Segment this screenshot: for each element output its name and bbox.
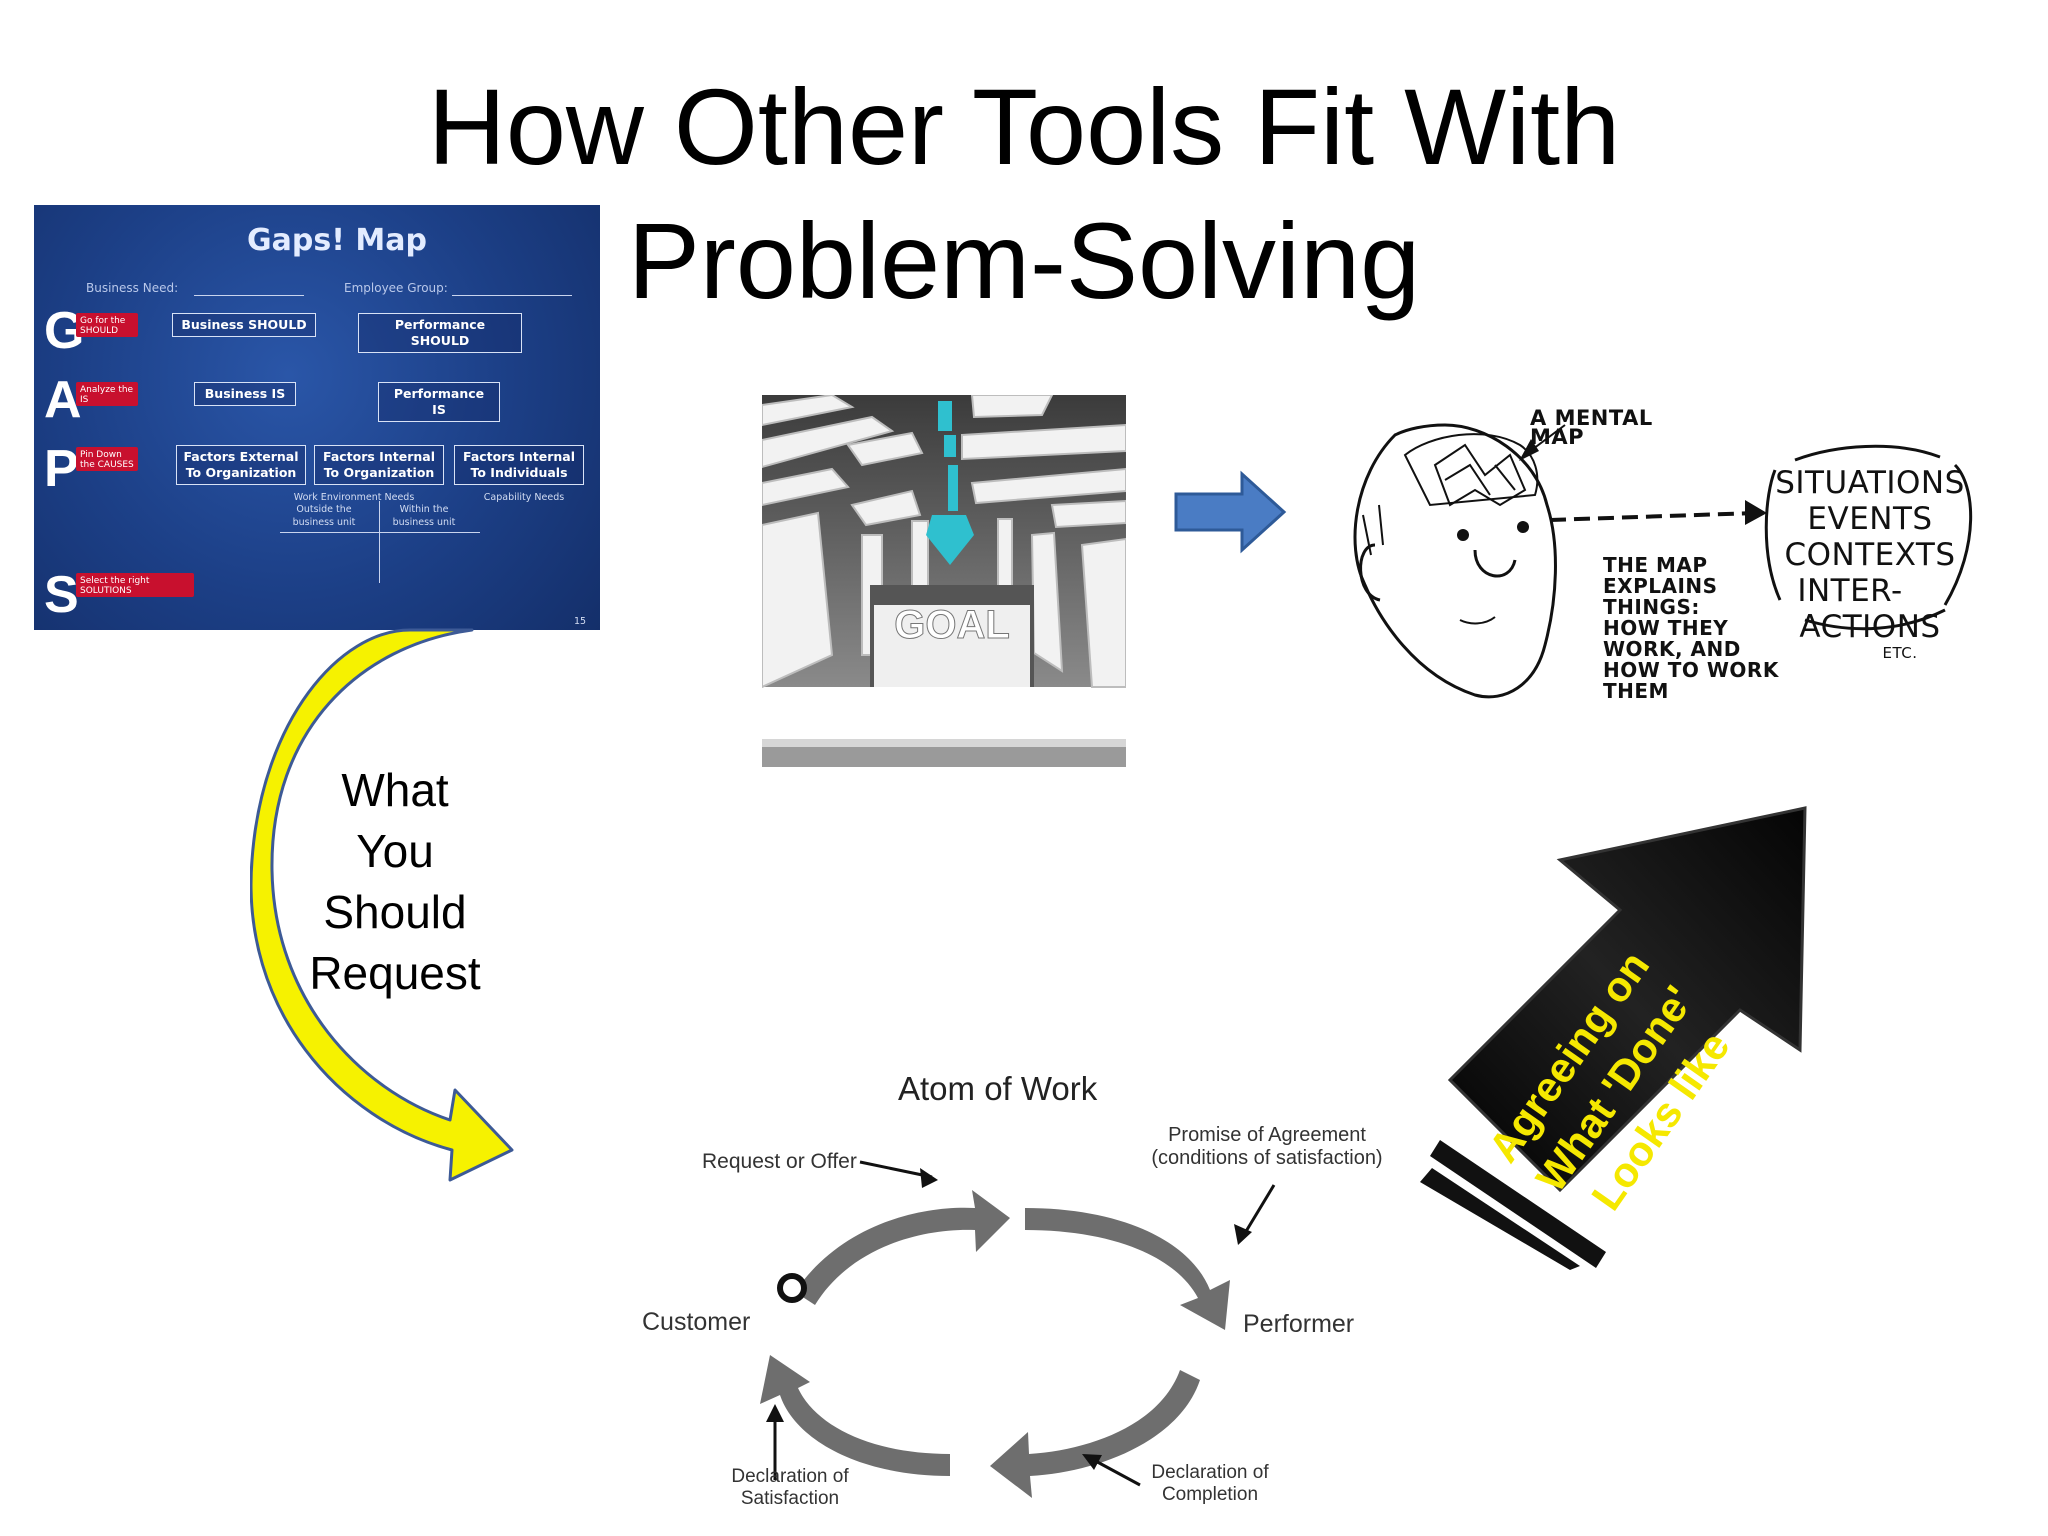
map-explains-caption: THE MAP EXPLAINS THINGS: HOW THEY WORK, … xyxy=(1603,553,1779,703)
factors-internal-org-box: Factors Internal To Organization xyxy=(314,445,444,485)
factors-internal-ind-box: Factors Internal To Individuals xyxy=(454,445,584,485)
business-is-box: Business IS xyxy=(194,382,296,406)
title-line-1: How Other Tools Fit With xyxy=(427,66,1621,187)
gaps-tag-g: Go for the SHOULD xyxy=(76,313,138,337)
gaps-tag-a: Analyze the IS xyxy=(76,382,138,406)
curved-arrow-icon xyxy=(250,628,514,1182)
factors-external-org-box: Factors External To Organization xyxy=(176,445,306,485)
done-arrow-icon xyxy=(1420,806,1807,1270)
gaps-letter-a: A xyxy=(44,371,82,429)
performer-label: Performer xyxy=(1243,1310,1355,1338)
mental-map-caption: A MENTAL MAP xyxy=(1530,406,1653,449)
employee-group-label: Employee Group: xyxy=(344,281,448,295)
performance-is-box: Performance IS xyxy=(378,382,500,422)
business-should-box: Business SHOULD xyxy=(172,313,316,337)
goal-text: GOAL xyxy=(894,603,1010,647)
note-outside: Outside the business unit xyxy=(292,504,356,528)
title-line-2: Problem-Solving xyxy=(627,200,1421,321)
gaps-page-number: 15 xyxy=(574,616,587,627)
business-need-label: Business Need: xyxy=(86,281,179,295)
situations-cloud: SITUATIONS EVENTS CONTEXTS INTER- ACTION… xyxy=(1775,465,1965,662)
request-label: What You Should Request xyxy=(309,764,481,999)
maze-goal-image: GOAL xyxy=(761,393,1127,767)
maze-illustration: GOAL xyxy=(761,393,1127,767)
gaps-letter-p: P xyxy=(44,440,79,498)
slide-title: How Other Tools Fit With Problem-Solving xyxy=(0,60,2048,328)
gaps-tag-s: Select the right SOLUTIONS xyxy=(76,573,194,597)
employee-group-line xyxy=(452,295,572,296)
gaps-map-title: Gaps! Map xyxy=(247,223,427,258)
performance-should-box: Performance SHOULD xyxy=(358,313,522,353)
note-capability: Capability Needs xyxy=(483,492,565,503)
atom-of-work-cycle xyxy=(760,1160,1276,1498)
gaps-vertical-line xyxy=(379,501,380,583)
customer-label: Customer xyxy=(642,1308,751,1336)
gaps-tag-p: Pin Down the CAUSES xyxy=(76,447,138,471)
gaps-map-image: Gaps! Map Business Need: Employee Group:… xyxy=(34,205,600,630)
atom-of-work-title: Atom of Work xyxy=(898,1070,1098,1107)
mental-map-cartoon: A MENTAL MAP THE MAP EXPLAINS THINGS: HO… xyxy=(1335,395,1985,725)
declaration-satisfaction-label: Declaration of Satisfaction xyxy=(731,1466,849,1509)
gaps-horizontal-line xyxy=(280,532,480,533)
request-or-offer-label: Request or Offer xyxy=(702,1150,857,1173)
promise-label: Promise of Agreement (conditions of sati… xyxy=(1151,1124,1383,1169)
declaration-completion-label: Declaration of Completion xyxy=(1151,1462,1269,1505)
note-work-environment: Work Environment Needs xyxy=(293,492,415,503)
right-arrow-icon xyxy=(1174,470,1287,554)
note-within: Within the business unit xyxy=(392,504,456,528)
gaps-letter-s: S xyxy=(44,566,79,624)
business-need-line xyxy=(194,295,304,296)
